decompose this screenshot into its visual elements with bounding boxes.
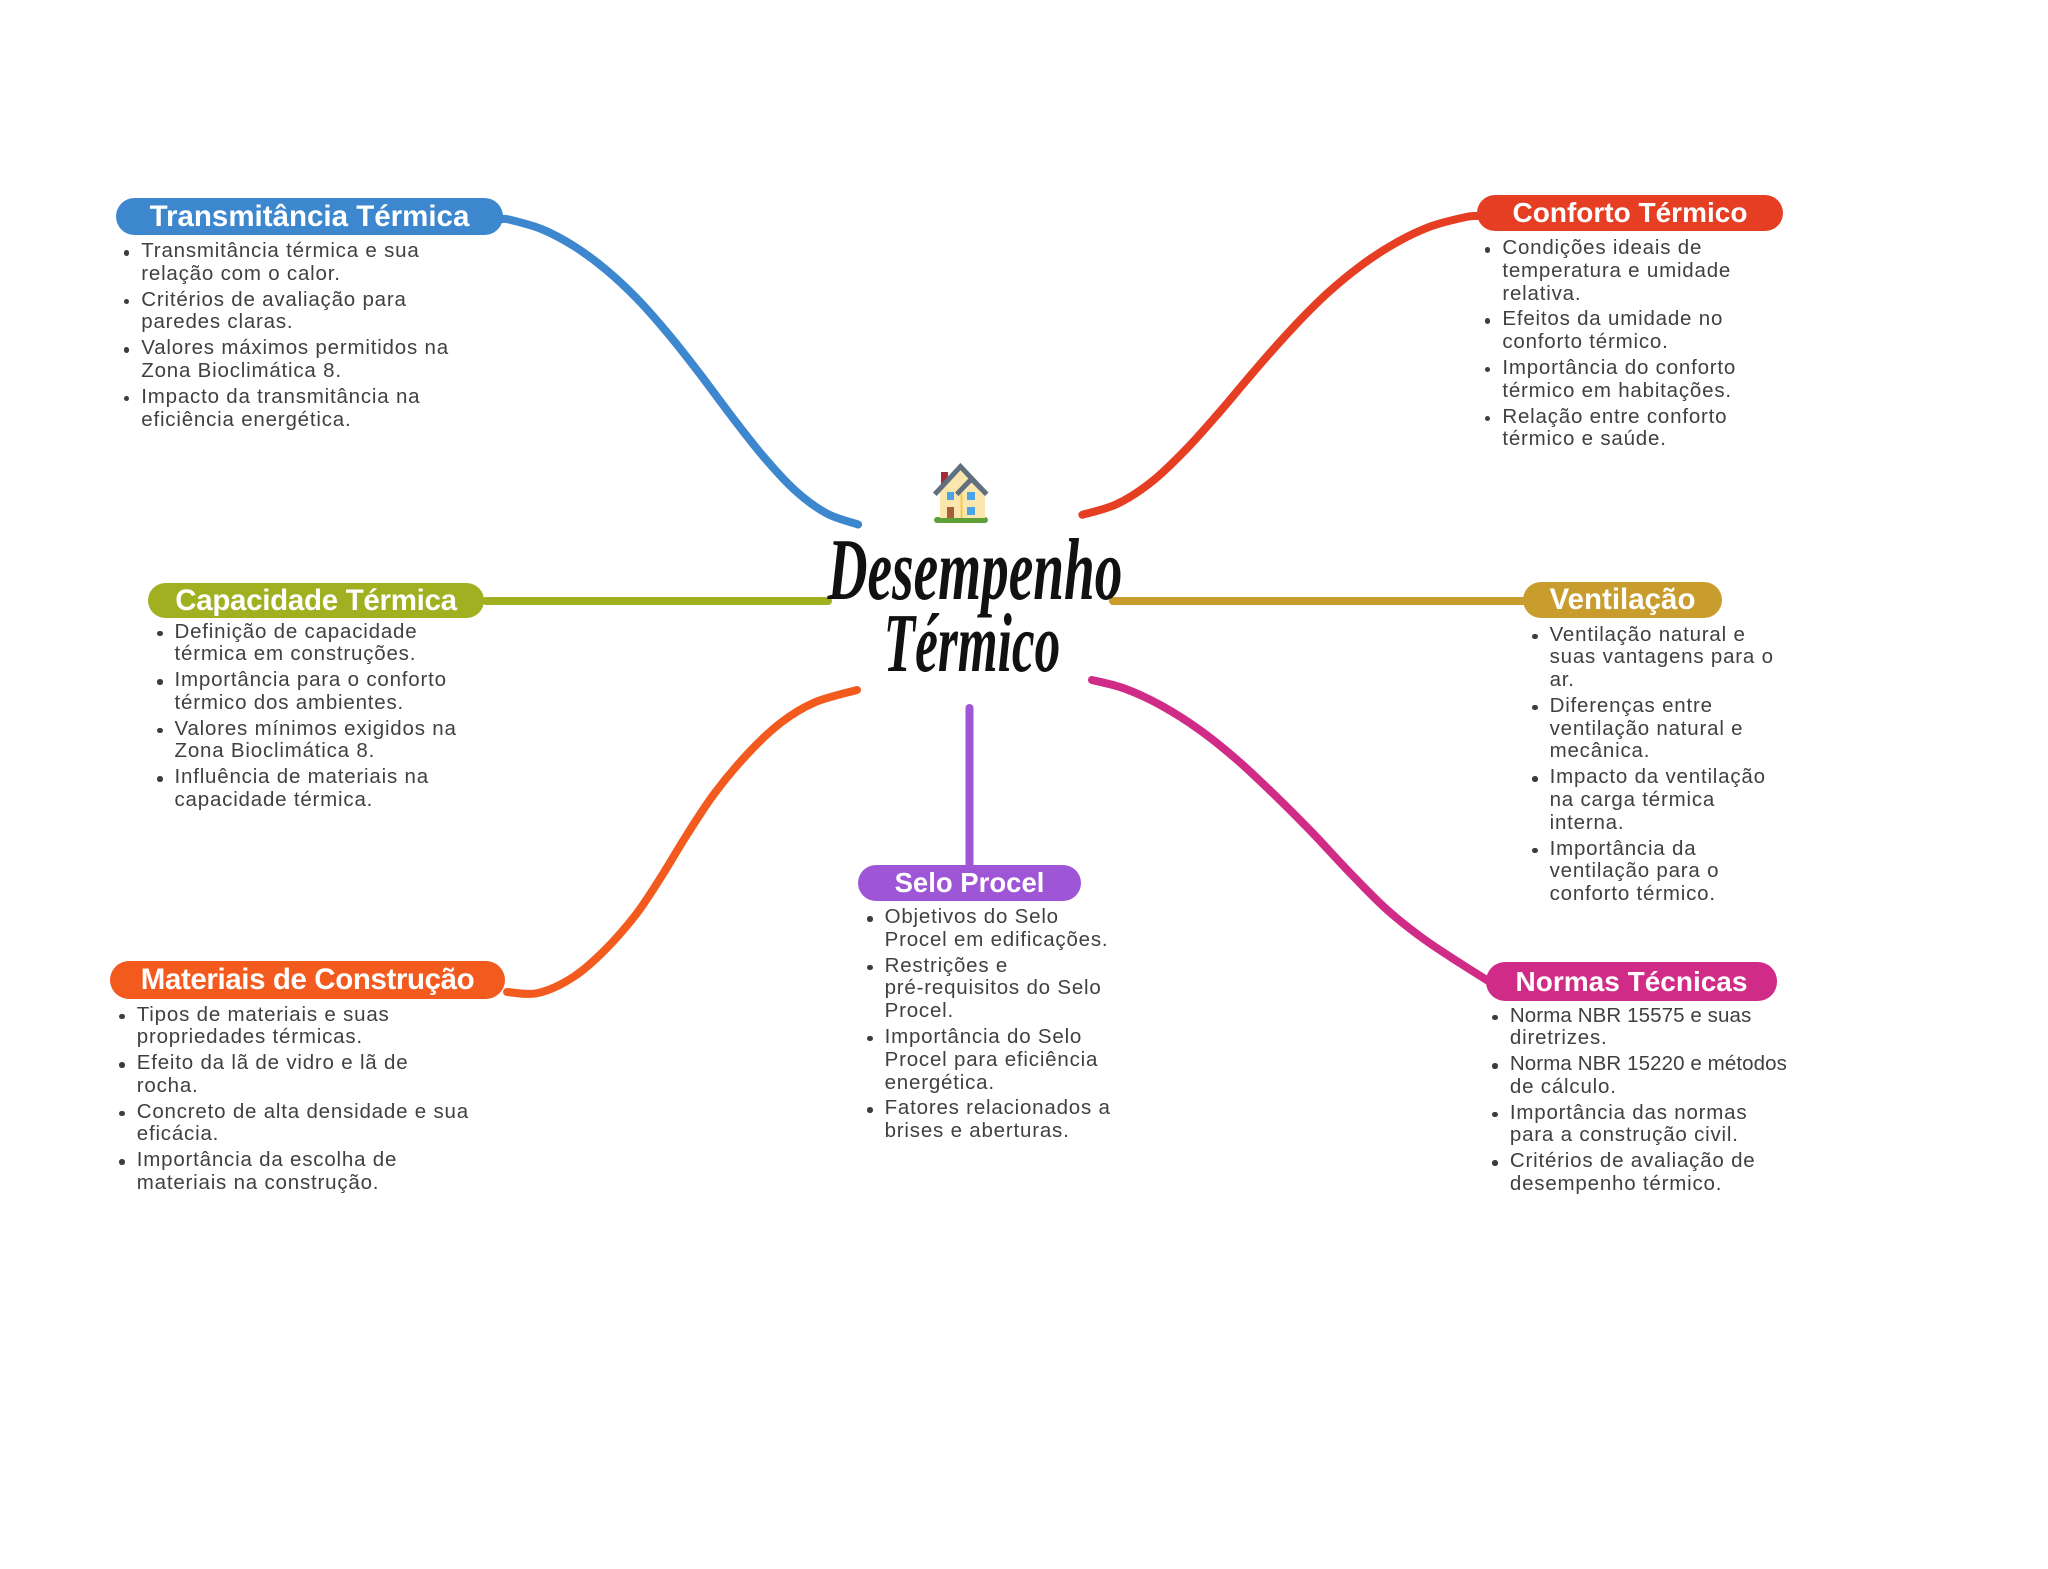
svg-text:Térmico: Térmico: [884, 597, 1060, 690]
svg-text:Desempenho: Desempenho: [827, 521, 1122, 618]
